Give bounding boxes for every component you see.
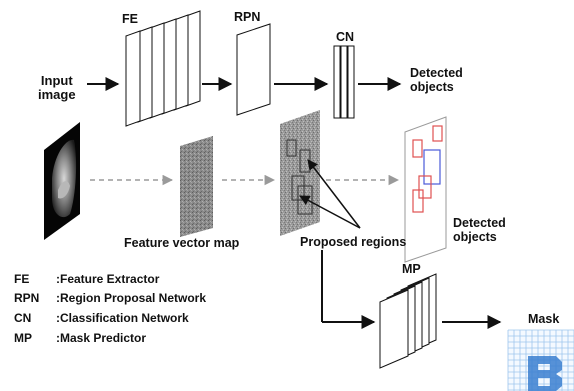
mask-label: Mask bbox=[528, 312, 560, 326]
legend-text: :Feature Extractor bbox=[56, 272, 160, 286]
detected-objects-panel bbox=[404, 116, 447, 263]
detected-box-red-3 bbox=[418, 175, 432, 199]
legend-text: :Classification Network bbox=[56, 311, 189, 325]
rpn-layer bbox=[236, 23, 271, 116]
input-label-line1: Input bbox=[40, 73, 73, 88]
detected-objects-bottom-label: Detected objects bbox=[453, 216, 506, 244]
legend-row-rpn: RPN :Region Proposal Network bbox=[14, 291, 206, 305]
detected-box-red-4 bbox=[412, 189, 424, 213]
legend-row-mp: MP :Mask Predictor bbox=[14, 331, 146, 345]
detected-top-line1: Detected bbox=[410, 66, 463, 80]
detected-bottom-line2: objects bbox=[453, 230, 497, 244]
detected-top-line2: objects bbox=[410, 80, 454, 94]
input-label-line2: image bbox=[38, 87, 76, 102]
rpn-label: RPN bbox=[234, 10, 261, 24]
cn-layer-stack bbox=[333, 45, 355, 119]
cn-label: CN bbox=[336, 30, 355, 44]
fe-label: FE bbox=[122, 12, 138, 26]
mp-label: MP bbox=[402, 262, 421, 276]
legend-row-cn: CN :Classification Network bbox=[14, 311, 189, 325]
feature-vector-map-label: Feature vector map bbox=[124, 236, 240, 250]
mask-output bbox=[507, 329, 574, 391]
detected-box-blue bbox=[423, 149, 441, 185]
detected-bottom-line1: Detected bbox=[453, 216, 506, 230]
detected-box-red-2 bbox=[432, 125, 443, 142]
fe-layer-stack bbox=[125, 10, 201, 127]
arrow-proposed-label-to-region-2 bbox=[299, 195, 361, 229]
detected-objects-top-label: Detected objects bbox=[410, 66, 463, 94]
legend-abbr: MP bbox=[14, 331, 32, 345]
legend-abbr: RPN bbox=[14, 291, 40, 305]
legend-abbr: CN bbox=[14, 311, 32, 325]
legend-abbr: FE bbox=[14, 272, 30, 286]
legend-row-fe: FE :Feature Extractor bbox=[14, 272, 159, 286]
legend-text: :Region Proposal Network bbox=[56, 291, 207, 305]
arrow-proposed-label-to-region-1 bbox=[307, 159, 361, 229]
feature-vector-map bbox=[180, 136, 213, 237]
proposed-regions-map bbox=[280, 110, 320, 236]
detected-box-red-1 bbox=[412, 139, 423, 158]
mask-grid bbox=[507, 329, 574, 391]
mask-shape bbox=[528, 356, 562, 391]
legend-text: :Mask Predictor bbox=[56, 331, 147, 345]
proposed-regions-label: Proposed regions bbox=[300, 235, 407, 249]
input-image-thumbnail bbox=[44, 122, 80, 240]
input-image-label: Input image bbox=[38, 74, 76, 102]
mp-layer-stack bbox=[379, 273, 437, 369]
